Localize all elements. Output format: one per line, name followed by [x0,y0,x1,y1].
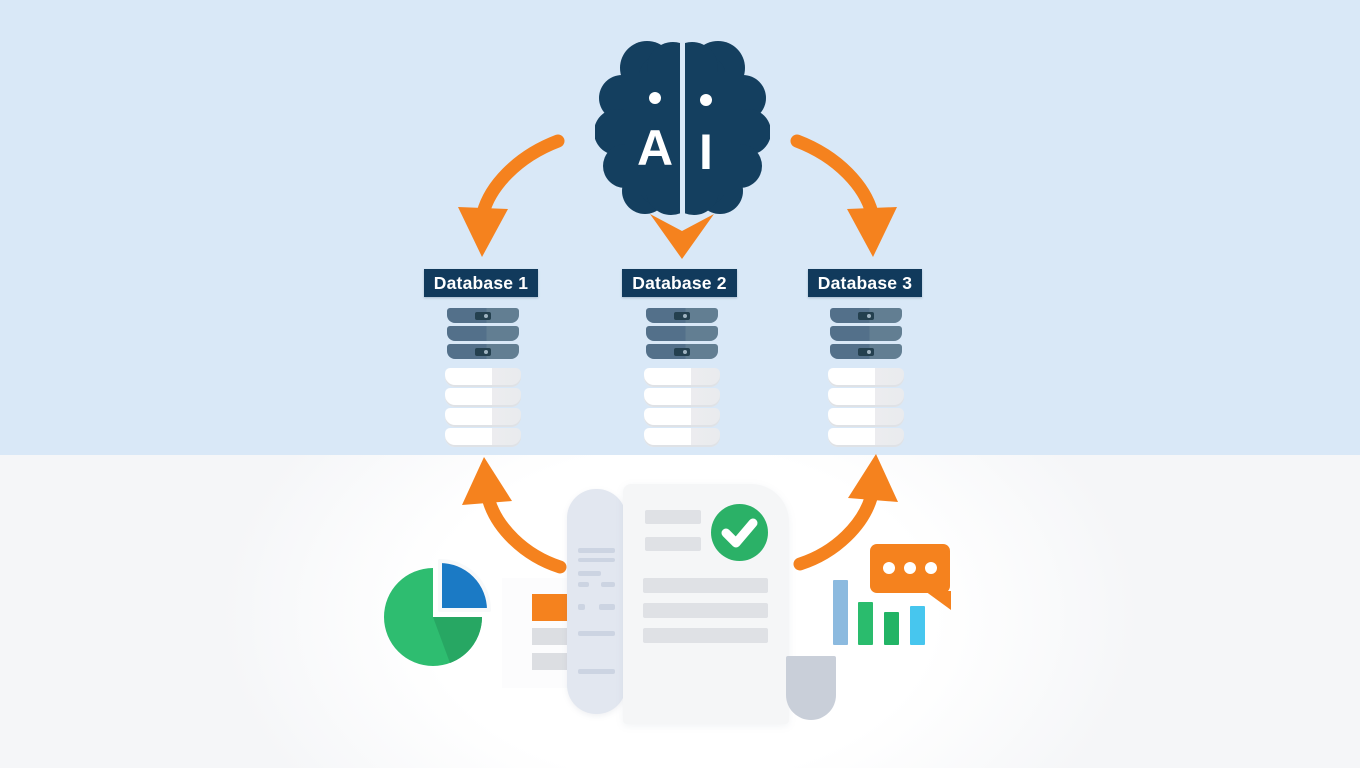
server-unit [646,308,718,323]
server-stack-3-icon [828,308,904,448]
disk-unit [828,408,904,427]
text-line [578,604,585,610]
brain-right-dot [700,94,712,106]
text-line [645,537,701,551]
page-curl [786,656,836,720]
server-unit [646,344,718,359]
disk-unit [445,368,521,387]
server-led [674,312,690,320]
server-stack-1-icon [445,308,521,448]
disk-unit [828,368,904,387]
brain-left-dot [649,92,661,104]
server-led [858,348,874,356]
arrow-ai-to-db2-icon [650,214,714,259]
server-unit [830,308,902,323]
text-line [643,578,768,593]
server-led [475,348,491,356]
disk-unit [644,408,720,427]
bubble-dot [883,562,895,574]
text-line [578,571,601,576]
document-icon [623,484,789,724]
server-led [858,312,874,320]
speech-bubble-tail [925,591,951,610]
text-line [578,558,615,562]
disk-unit [644,368,720,387]
text-line [578,582,589,587]
disk-unit [828,428,904,447]
text-line [578,669,615,674]
bubble-dot [925,562,937,574]
bubble-dot [904,562,916,574]
chart-bar-green [858,602,873,645]
check-circle-icon [711,504,768,561]
text-line [643,628,768,643]
chart-bar-blue [833,580,848,645]
server-unit [830,344,902,359]
text-line [599,604,615,610]
text-line [578,631,615,636]
disk-unit [445,428,521,447]
disk-unit [644,388,720,407]
database-2-label: Database 2 [622,269,737,297]
speech-bubble-icon [870,544,950,593]
server-unit [830,326,902,341]
server-unit [447,308,519,323]
text-line [643,603,768,618]
server-unit [646,326,718,341]
server-led [475,312,491,320]
disk-unit [644,428,720,447]
database-3-label: Database 3 [808,269,922,297]
text-line [645,510,701,524]
pie-chart-icon [384,559,491,666]
server-unit [447,326,519,341]
text-line [601,582,615,587]
ai-letter-left: A [637,120,673,176]
disk-unit [445,388,521,407]
arrow-ai-to-db1-icon [458,134,565,257]
arrow-ai-to-db3-icon [790,134,897,257]
server-led [674,348,690,356]
bar-chart-icon [833,578,928,645]
server-stack-2-icon [644,308,720,448]
chart-bar-green [884,612,899,645]
server-unit [447,344,519,359]
arrow-doc-to-db1-icon [462,457,567,574]
ai-letter-right: I [699,124,713,180]
database-1-label: Database 1 [424,269,538,297]
chart-bar-cyan [910,606,925,645]
disk-unit [828,388,904,407]
brain-icon: A I [595,41,770,215]
scroll-strip-icon [567,489,626,714]
disk-unit [445,408,521,427]
text-line [578,548,615,553]
arrow-doc-to-db3-icon [793,454,898,571]
